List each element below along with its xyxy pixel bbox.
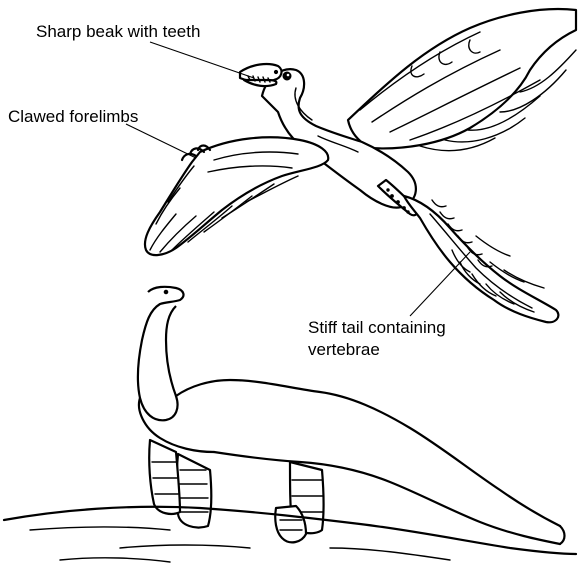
leader-line-forelimbs [126, 124, 196, 158]
near-wing [145, 137, 328, 255]
leader-line-tail [410, 252, 470, 316]
label-tail-line-2: vertebrae [308, 339, 446, 361]
feathered-tail [404, 196, 558, 322]
sauropod-drawing [4, 287, 576, 562]
archaeopteryx-drawing [145, 9, 576, 322]
label-beak: Sharp beak with teeth [36, 21, 200, 43]
far-wing [348, 9, 576, 151]
label-forelimbs: Clawed forelimbs [8, 106, 138, 128]
label-tail: Stiff tail containing vertebrae [308, 317, 446, 361]
label-tail-line-1: Stiff tail containing [308, 317, 446, 339]
leader-line-beak [150, 42, 254, 78]
